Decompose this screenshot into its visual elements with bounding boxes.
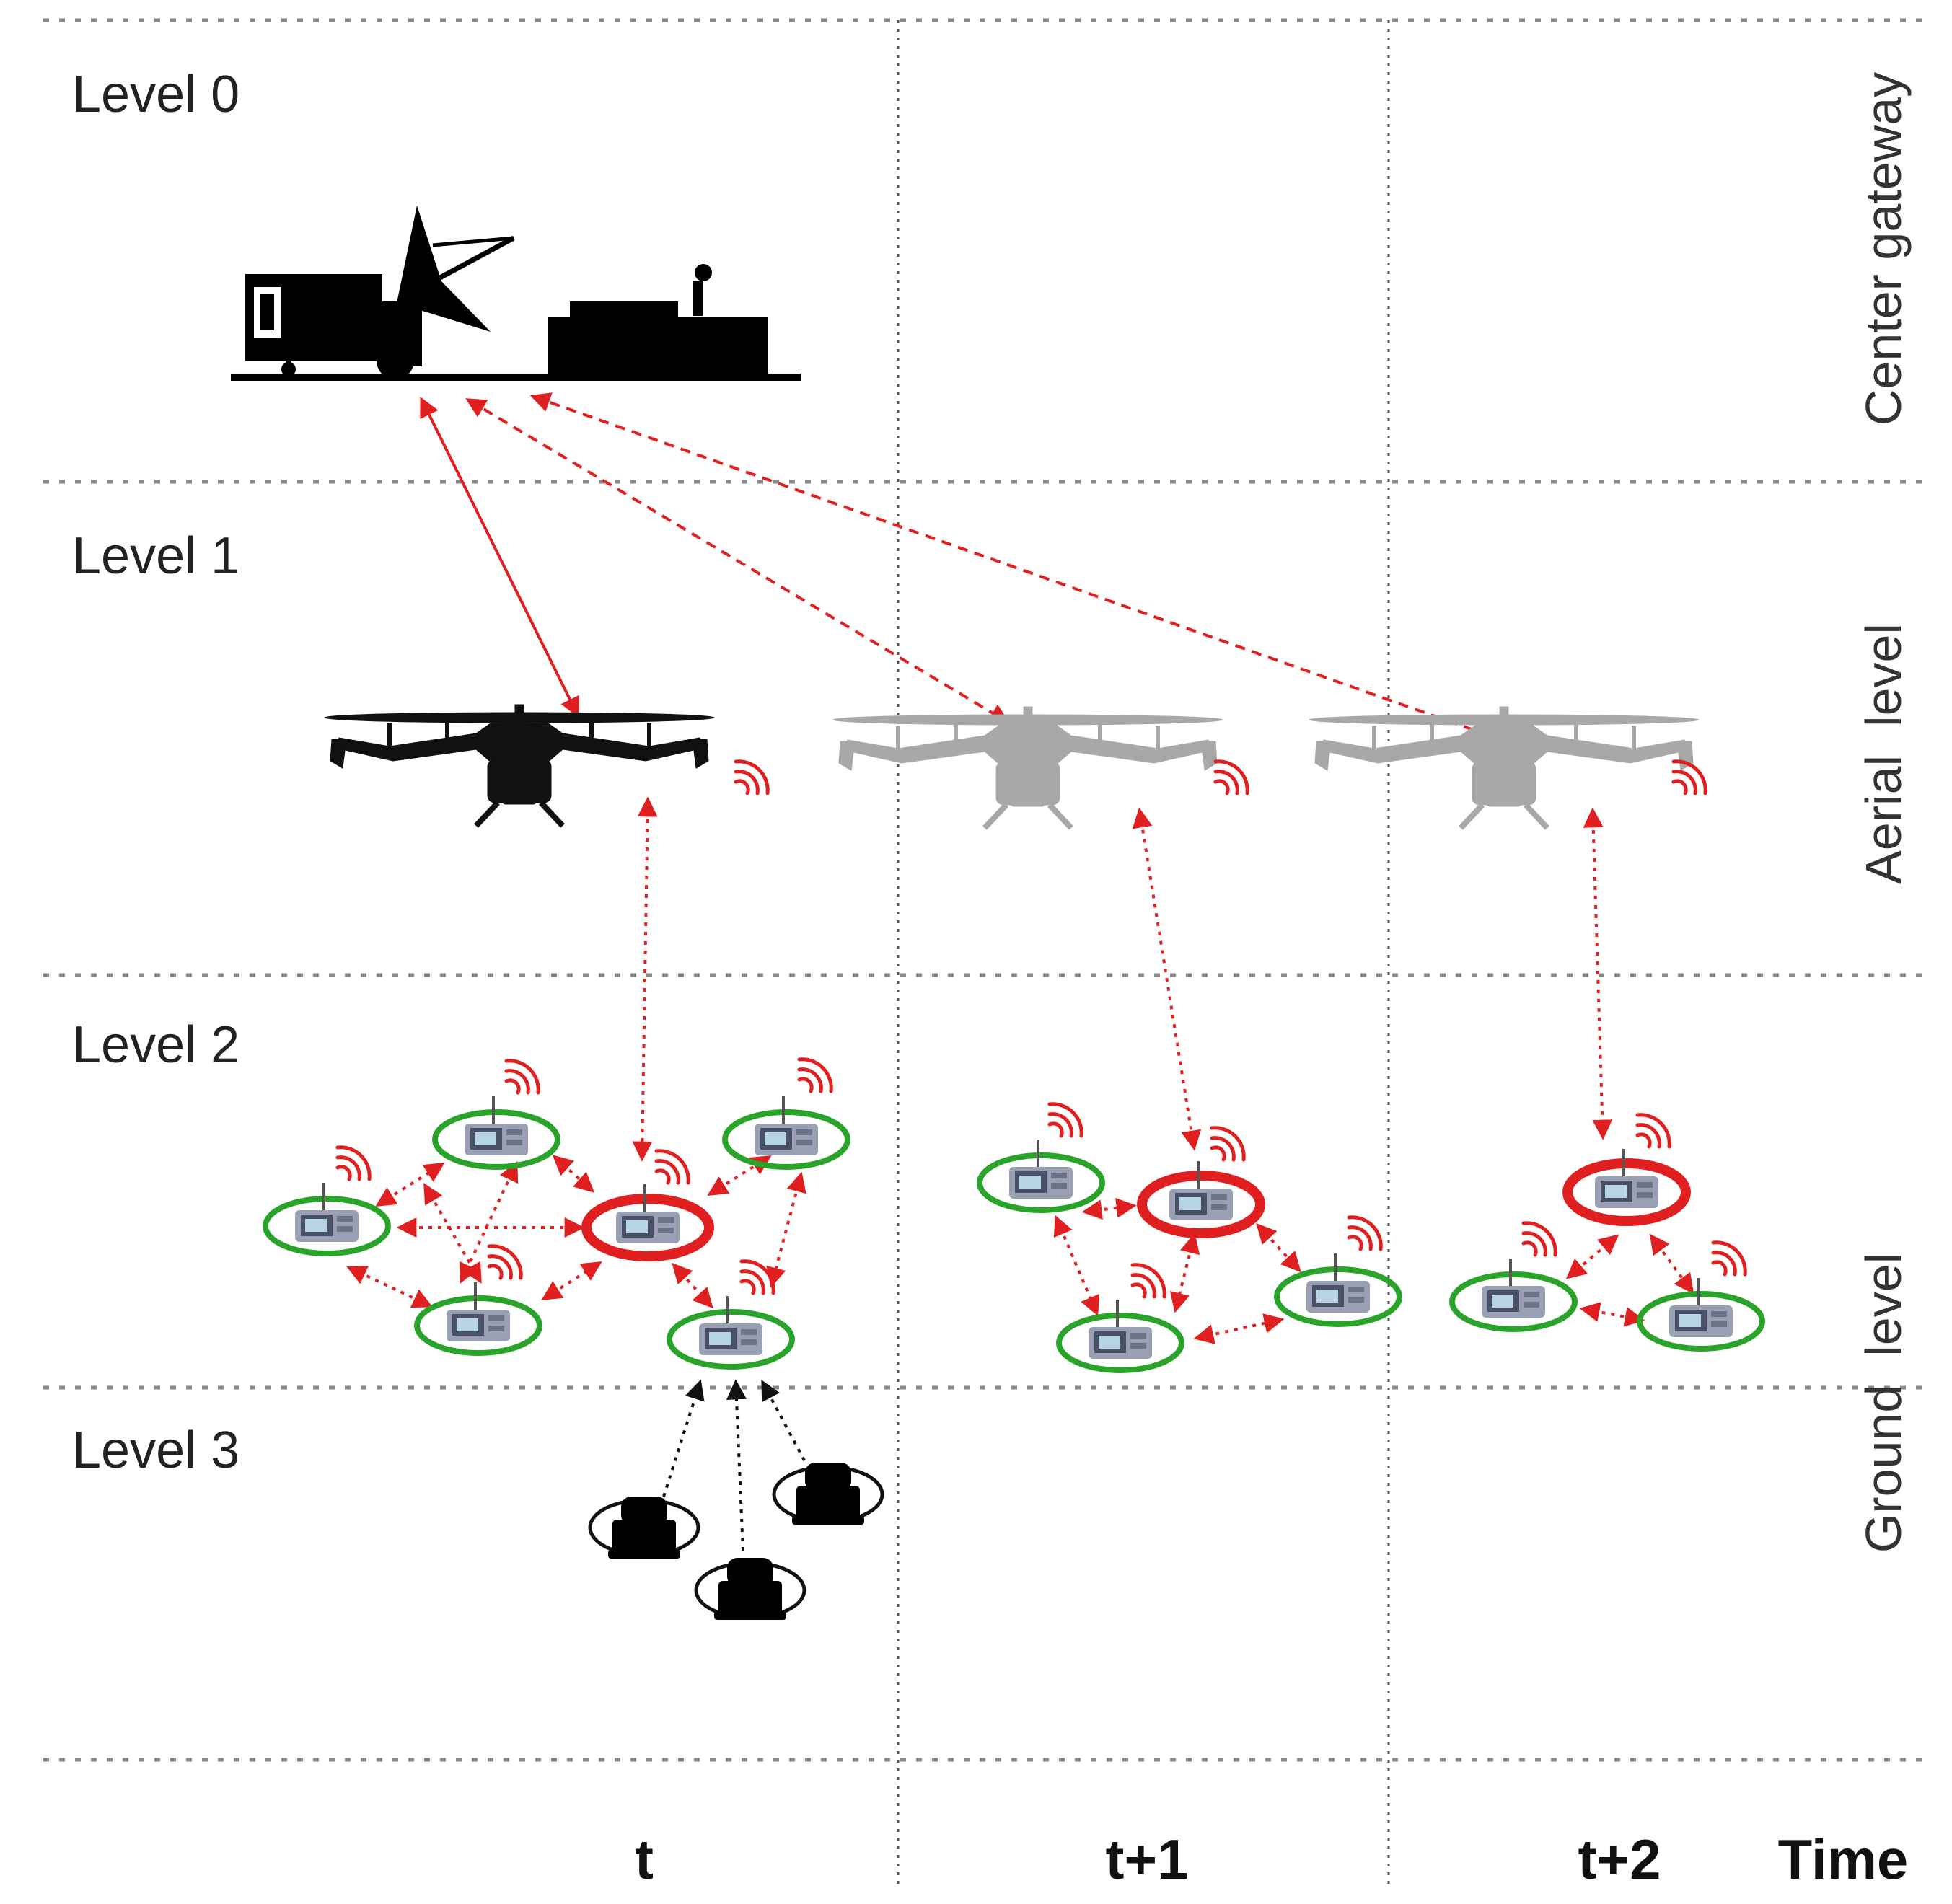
hexacopter-drone-icon (833, 707, 1223, 828)
time-tick-t-plus-1: t+1 (1106, 1828, 1189, 1891)
level-3-label: Level 3 (72, 1422, 239, 1479)
mesh-link (1169, 1233, 1200, 1313)
mesh-link (1649, 1233, 1694, 1295)
sensor-node-icon (1056, 1265, 1184, 1373)
level-0-label: Level 0 (72, 66, 239, 123)
wireless-signal-icon (1215, 762, 1247, 793)
sensor-node-icon (1137, 1128, 1265, 1238)
mesh-link (766, 1171, 806, 1288)
ground-robot-icon (588, 1497, 700, 1559)
ground-links-t2 (1565, 1233, 1694, 1327)
sensor-node-icon (414, 1246, 542, 1356)
robot-link (662, 1379, 705, 1497)
link-drone-head-t1 (1132, 807, 1202, 1151)
time-tick-t: t (635, 1828, 654, 1891)
mesh-link (423, 1183, 482, 1284)
satellite-truck-gateway-icon (231, 206, 801, 381)
level-1-label: Level 1 (72, 527, 239, 585)
aerial-level-label: Aerial level (1855, 623, 1912, 884)
sensor-node-icon (581, 1151, 714, 1261)
link-gateway-drone-t2 (529, 392, 1494, 740)
sensor-node-icon (722, 1059, 850, 1170)
mesh-link (459, 1160, 519, 1284)
robot-links (662, 1379, 806, 1551)
link-gateway-drone-t (420, 396, 579, 718)
mesh-link (541, 1261, 602, 1301)
wireless-signal-icon (736, 762, 768, 793)
ground-links-t1 (1053, 1197, 1301, 1344)
link-gateway-drone-t1 (465, 398, 1010, 723)
sensor-node-icon (263, 1147, 391, 1256)
mesh-link (1081, 1197, 1137, 1220)
sensor-node-icon (667, 1261, 795, 1370)
center-gateway-label: Center gateway (1855, 72, 1912, 426)
wireless-signal-icon (1674, 762, 1705, 793)
mesh-link (346, 1265, 434, 1308)
hexacopter-drone-icon (1309, 707, 1699, 828)
link-drone-head-t2 (1583, 807, 1613, 1140)
mesh-link (1565, 1234, 1619, 1279)
mesh-link (375, 1163, 445, 1207)
mesh-link (672, 1262, 713, 1309)
sensor-node-icon (1274, 1217, 1402, 1327)
robot-link (726, 1379, 747, 1551)
time-axis-label: Time (1778, 1828, 1909, 1891)
level-2-label: Level 2 (72, 1016, 239, 1074)
ground-level-label: Ground level (1855, 1253, 1912, 1553)
ground-links-t (346, 1155, 806, 1309)
mesh-link (1256, 1222, 1301, 1273)
sensor-node-icon (432, 1061, 560, 1170)
time-tick-t-plus-2: t+2 (1578, 1828, 1661, 1891)
link-drone-head-t (632, 796, 658, 1162)
hexacopter-drone-icon (325, 705, 714, 826)
mesh-link (1053, 1215, 1100, 1317)
mesh-link (1193, 1313, 1285, 1344)
sensor-node-icon (1637, 1243, 1765, 1352)
sensor-node-icon (1562, 1115, 1691, 1226)
ground-robot-icon (772, 1463, 884, 1525)
sensor-node-icon (977, 1104, 1105, 1213)
robot-link (761, 1380, 806, 1461)
ground-robot-icon (694, 1558, 806, 1620)
mesh-link (552, 1155, 595, 1193)
sensor-node-icon (1449, 1223, 1578, 1332)
mesh-link (1579, 1302, 1645, 1327)
